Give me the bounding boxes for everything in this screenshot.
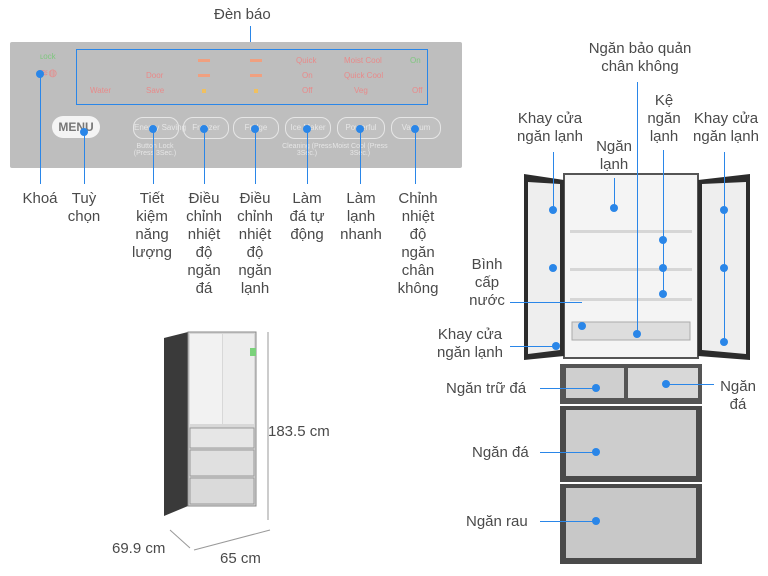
label-door-tray-right: Khay cửa ngăn lạnh: [693, 110, 759, 145]
door-tray-right-leader: [724, 152, 725, 342]
ice-maker-dot: [303, 125, 311, 133]
door-tray-left-leader: [553, 152, 554, 210]
indicator-leader: [250, 26, 251, 48]
label-vegetable: Ngăn rau: [466, 513, 528, 530]
indicator-on-green: On: [410, 56, 421, 65]
fridge-shelf-dot: [659, 236, 667, 244]
vacuum-compartment-leader: [637, 82, 638, 334]
label-door-tray-bottom: Khay cửa ngăn lạnh: [437, 326, 503, 361]
door-tray-left-dot: [549, 206, 557, 214]
fridge-shelf-dot-3: [659, 290, 667, 298]
freezer-small-leader: [666, 384, 714, 385]
ice-maker-leader: [307, 129, 308, 184]
callout-auto-ice: Làm đá tự động: [289, 190, 325, 243]
callout-energy-saving: Tiết kiệm năng lượng: [132, 190, 172, 261]
indicator-box: [76, 49, 428, 105]
callout-lock: Khoá: [22, 190, 58, 207]
freezer-small-dot: [662, 380, 670, 388]
energy-leader: [153, 129, 154, 184]
moist-cool-sublabel: Moist Cool (Press 3Sec.): [332, 143, 388, 157]
indicator-dot: [254, 89, 258, 93]
fridge-leader: [255, 129, 256, 184]
vacuum-compartment-dot: [633, 330, 641, 338]
indicator-off-right: Off: [412, 86, 423, 95]
label-ice-storage: Ngăn trữ đá: [446, 380, 527, 397]
indicator-title: Đèn báo: [214, 6, 271, 23]
label-vacuum-compartment: Ngăn bảo quản chân không: [588, 40, 692, 75]
fridge-dot: [251, 125, 259, 133]
label-fridge-shelf: Kệ ngăn lạnh: [647, 92, 681, 145]
button-lock-sublabel: Button Lock (Press 3Sec.): [133, 143, 177, 157]
freezer-leader: [540, 452, 596, 453]
control-panel: ʟock ≋◍ Quick Moist Cool On Door On Quic…: [10, 42, 462, 168]
ice-storage-leader: [540, 388, 596, 389]
menu-button[interactable]: MENU: [52, 116, 100, 138]
callout-options: Tuỳ chọn: [67, 190, 101, 225]
fridge-shelf-leader: [663, 150, 664, 294]
vegetable-dot: [592, 517, 600, 525]
door-tray-left-dot-2: [549, 264, 557, 272]
powerful-dot: [356, 125, 364, 133]
fridge-compartment-dot: [610, 204, 618, 212]
indicator-on: On: [302, 71, 313, 80]
ice-storage-dot: [592, 384, 600, 392]
door-tray-bottom-dot: [552, 342, 560, 350]
indicator-moist-cool: Moist Cool: [344, 56, 382, 65]
vacuum-leader: [415, 129, 416, 184]
menu-dot: [80, 128, 88, 136]
indicator-dash: [250, 74, 262, 77]
energy-dot: [149, 125, 157, 133]
callout-vacuum-temp: Chỉnh nhiệt độ ngăn chân không: [397, 190, 439, 297]
label-freezer-small: Ngăn đá: [720, 378, 756, 413]
vacuum-dot: [411, 125, 419, 133]
label-water-tank: Bình cấp nước: [469, 256, 505, 309]
callout-quick-cool: Làm lạnh nhanh: [340, 190, 382, 243]
water-tank-leader: [510, 302, 582, 303]
callout-fridge-temp: Điều chỉnh nhiệt độ ngăn lạnh: [237, 190, 273, 297]
indicator-veg: Veg: [354, 86, 368, 95]
dimension-height: 183.5 cm: [268, 423, 330, 440]
label-door-tray-left: Khay cửa ngăn lạnh: [517, 110, 583, 145]
indicator-quick: Quick: [296, 56, 317, 65]
indicator-dash: [198, 74, 210, 77]
callout-freezer-temp: Điều chỉnh nhiệt độ ngăn đá: [186, 190, 222, 297]
powerful-leader: [360, 129, 361, 184]
dimension-width: 65 cm: [220, 550, 261, 567]
door-tray-right-dot-3: [720, 338, 728, 346]
lock-indicator: ʟock: [40, 52, 56, 61]
fridge-dimension-drawing: [164, 331, 271, 551]
fridge-compartment-leader: [614, 178, 615, 208]
indicator-dot: [202, 89, 206, 93]
freezer-leader: [204, 129, 205, 184]
fridge-interior-drawing: [524, 173, 750, 564]
vegetable-leader: [540, 521, 596, 522]
wifi-indicator-icon: ≋◍: [40, 68, 58, 79]
lock-leader: [40, 72, 41, 184]
indicator-door: Door: [146, 71, 164, 80]
indicator-off: Off: [302, 86, 313, 95]
indicator-water: Water: [90, 86, 112, 95]
dimension-depth: 69.9 cm: [112, 540, 166, 557]
indicator-dash: [198, 59, 210, 62]
label-freezer: Ngăn đá: [472, 444, 529, 461]
freezer-dot: [592, 448, 600, 456]
door-tray-right-dot: [720, 206, 728, 214]
door-tray-bottom-leader: [510, 346, 556, 347]
indicator-save: Save: [146, 86, 165, 95]
water-tank-dot: [578, 322, 586, 330]
label-fridge-compartment: Ngăn lạnh: [596, 138, 632, 173]
door-tray-right-dot-2: [720, 264, 728, 272]
fridge-shelf-dot-2: [659, 264, 667, 272]
menu-leader: [84, 130, 85, 184]
indicator-quick-cool: Quick Cool: [344, 71, 384, 80]
indicator-dash: [250, 59, 262, 62]
freezer-dot: [200, 125, 208, 133]
lock-dot: [36, 70, 44, 78]
